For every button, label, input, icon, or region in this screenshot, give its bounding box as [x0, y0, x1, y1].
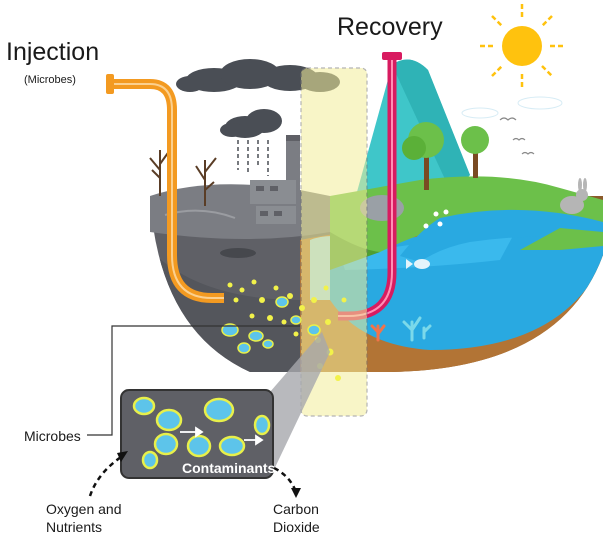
injection-sublabel: (Microbes) [24, 74, 76, 86]
sun-icon [480, 4, 564, 88]
rain-cloud-icon [220, 109, 282, 176]
green-tree-icon [402, 122, 489, 190]
injection-label: Injection [6, 38, 100, 66]
oxygen-arrow [88, 451, 128, 497]
contaminants-label: Contaminants [182, 460, 276, 476]
carbon-dioxide-label-line1: Carbon [273, 501, 319, 517]
bird-icon [499, 117, 535, 155]
white-clouds [461, 96, 563, 119]
flowers [423, 209, 449, 229]
rabbit-icon [560, 178, 588, 214]
recovery-label: Recovery [337, 13, 443, 41]
subsurface-particles [221, 279, 347, 381]
microbes-label: Microbes [24, 428, 81, 444]
oxygen-nutrients-label-line2: Nutrients [46, 519, 103, 535]
magnifier-callout [120, 332, 330, 479]
bare-tree-icon [149, 149, 217, 206]
oxygen-nutrients-label-line1: Oxygen and [46, 501, 122, 517]
carbon-arrow [273, 466, 301, 498]
carbon-dioxide-label-line2: Dioxide [273, 519, 320, 535]
fish-icon [406, 259, 430, 269]
river [400, 209, 603, 262]
injection-pipe [106, 74, 224, 303]
factory-icon [250, 135, 300, 224]
microbes-leader [87, 325, 300, 436]
coral-icon [370, 316, 432, 342]
